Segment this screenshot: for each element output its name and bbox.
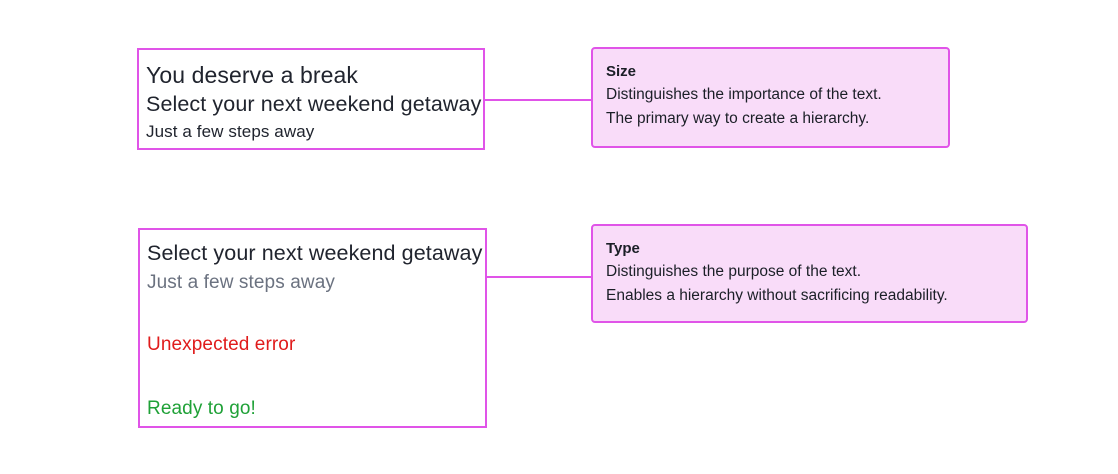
callout-size-title: Size	[606, 63, 637, 80]
connector-line-type	[487, 276, 593, 278]
callout-size-body-line-2: The primary way to create a hierarchy.	[606, 110, 870, 127]
sample-line-subhead: Select your next weekend getaway	[146, 92, 482, 116]
callout-type-body-line-2: Enables a hierarchy without sacrificing …	[606, 287, 948, 304]
connector-line-size	[485, 99, 593, 101]
sample-line-headline: You deserve a break	[146, 62, 359, 88]
spacer-before-success	[147, 358, 485, 396]
sample-line-success: Ready to go!	[147, 398, 256, 419]
callout-size: Size Distinguishes the importance of the…	[591, 47, 950, 148]
sample-box-type-hierarchy: Select your next weekend getaway Just a …	[138, 228, 487, 428]
sample-box-size-hierarchy: You deserve a break Select your next wee…	[137, 48, 485, 150]
sample-line-primary: Select your next weekend getaway	[147, 241, 483, 265]
sample-line-caption: Just a few steps away	[146, 122, 315, 141]
sample-line-error: Unexpected error	[147, 334, 296, 355]
callout-type-title: Type	[606, 240, 640, 257]
callout-size-body-line-1: Distinguishes the importance of the text…	[606, 86, 882, 103]
sample-line-secondary: Just a few steps away	[147, 272, 335, 293]
callout-type-body-line-1: Distinguishes the purpose of the text.	[606, 263, 862, 280]
callout-type: Type Distinguishes the purpose of the te…	[591, 224, 1028, 323]
spacer-before-error	[147, 297, 485, 332]
